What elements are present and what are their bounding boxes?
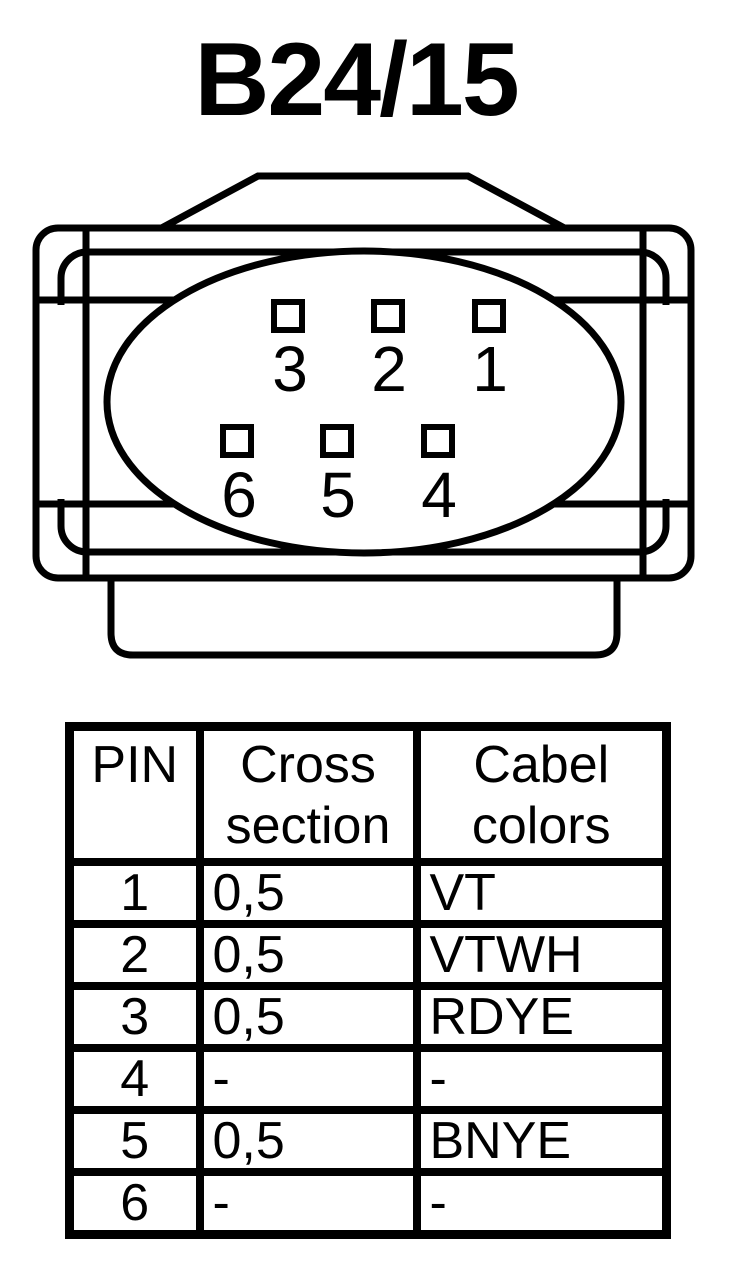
- cable-color-cell: VT: [412, 858, 671, 928]
- side-lock-window-right: [647, 305, 687, 499]
- connector-face-oval: [103, 247, 625, 557]
- table-row: 1 0,5 VT: [65, 858, 671, 928]
- pinout-table: PIN Cross section Cabel colors 1 0,5 VT …: [65, 722, 671, 1239]
- table-header-row: PIN Cross section Cabel colors: [65, 722, 671, 866]
- pin-square-3: [271, 299, 305, 333]
- pin-cell: 5: [65, 1106, 204, 1176]
- cross-section-cell: 0,5: [195, 920, 421, 990]
- table-row: 2 0,5 VTWH: [65, 920, 671, 990]
- pin-square-4: [421, 424, 455, 458]
- col-header-pin: PIN: [65, 722, 204, 866]
- cable-color-cell: -: [412, 1044, 671, 1114]
- cable-color-cell: BNYE: [412, 1106, 671, 1176]
- pin-label-6: 6: [221, 459, 257, 531]
- col-header-cross-section: Cross section: [195, 722, 421, 866]
- pin-cell: 3: [65, 982, 204, 1052]
- table-row: 6 - -: [65, 1168, 671, 1239]
- table-row: 3 0,5 RDYE: [65, 982, 671, 1052]
- pin-label-4: 4: [421, 459, 457, 531]
- pin-label-5: 5: [320, 459, 356, 531]
- pin-square-6: [220, 424, 254, 458]
- table-row: 4 - -: [65, 1044, 671, 1114]
- cable-color-cell: VTWH: [412, 920, 671, 990]
- pin-cell: 2: [65, 920, 204, 990]
- page-title: B24/15: [194, 22, 519, 138]
- pin-label-1: 1: [472, 333, 508, 405]
- cross-section-cell: 0,5: [195, 1106, 421, 1176]
- pin-cell: 1: [65, 858, 204, 928]
- pin-square-2: [371, 299, 405, 333]
- cross-section-cell: -: [195, 1168, 421, 1239]
- pin-cell: 4: [65, 1044, 204, 1114]
- col-header-cable-colors: Cabel colors: [412, 722, 671, 866]
- connector-diagram: 3 2 1 6 5 4: [32, 172, 695, 659]
- cable-color-cell: -: [412, 1168, 671, 1239]
- cable-color-cell: RDYE: [412, 982, 671, 1052]
- cross-section-cell: -: [195, 1044, 421, 1114]
- table-row: 5 0,5 BNYE: [65, 1106, 671, 1176]
- pin-square-5: [320, 424, 354, 458]
- connector-keying-tab: [154, 172, 572, 235]
- pin-label-3: 3: [272, 333, 308, 405]
- pin-square-1: [472, 299, 506, 333]
- cross-section-cell: 0,5: [195, 982, 421, 1052]
- pin-cell: 6: [65, 1168, 204, 1239]
- cross-section-cell: 0,5: [195, 858, 421, 928]
- connector-lower-skirt: [107, 566, 621, 659]
- pin-label-2: 2: [371, 333, 407, 405]
- side-lock-window-left: [40, 305, 82, 499]
